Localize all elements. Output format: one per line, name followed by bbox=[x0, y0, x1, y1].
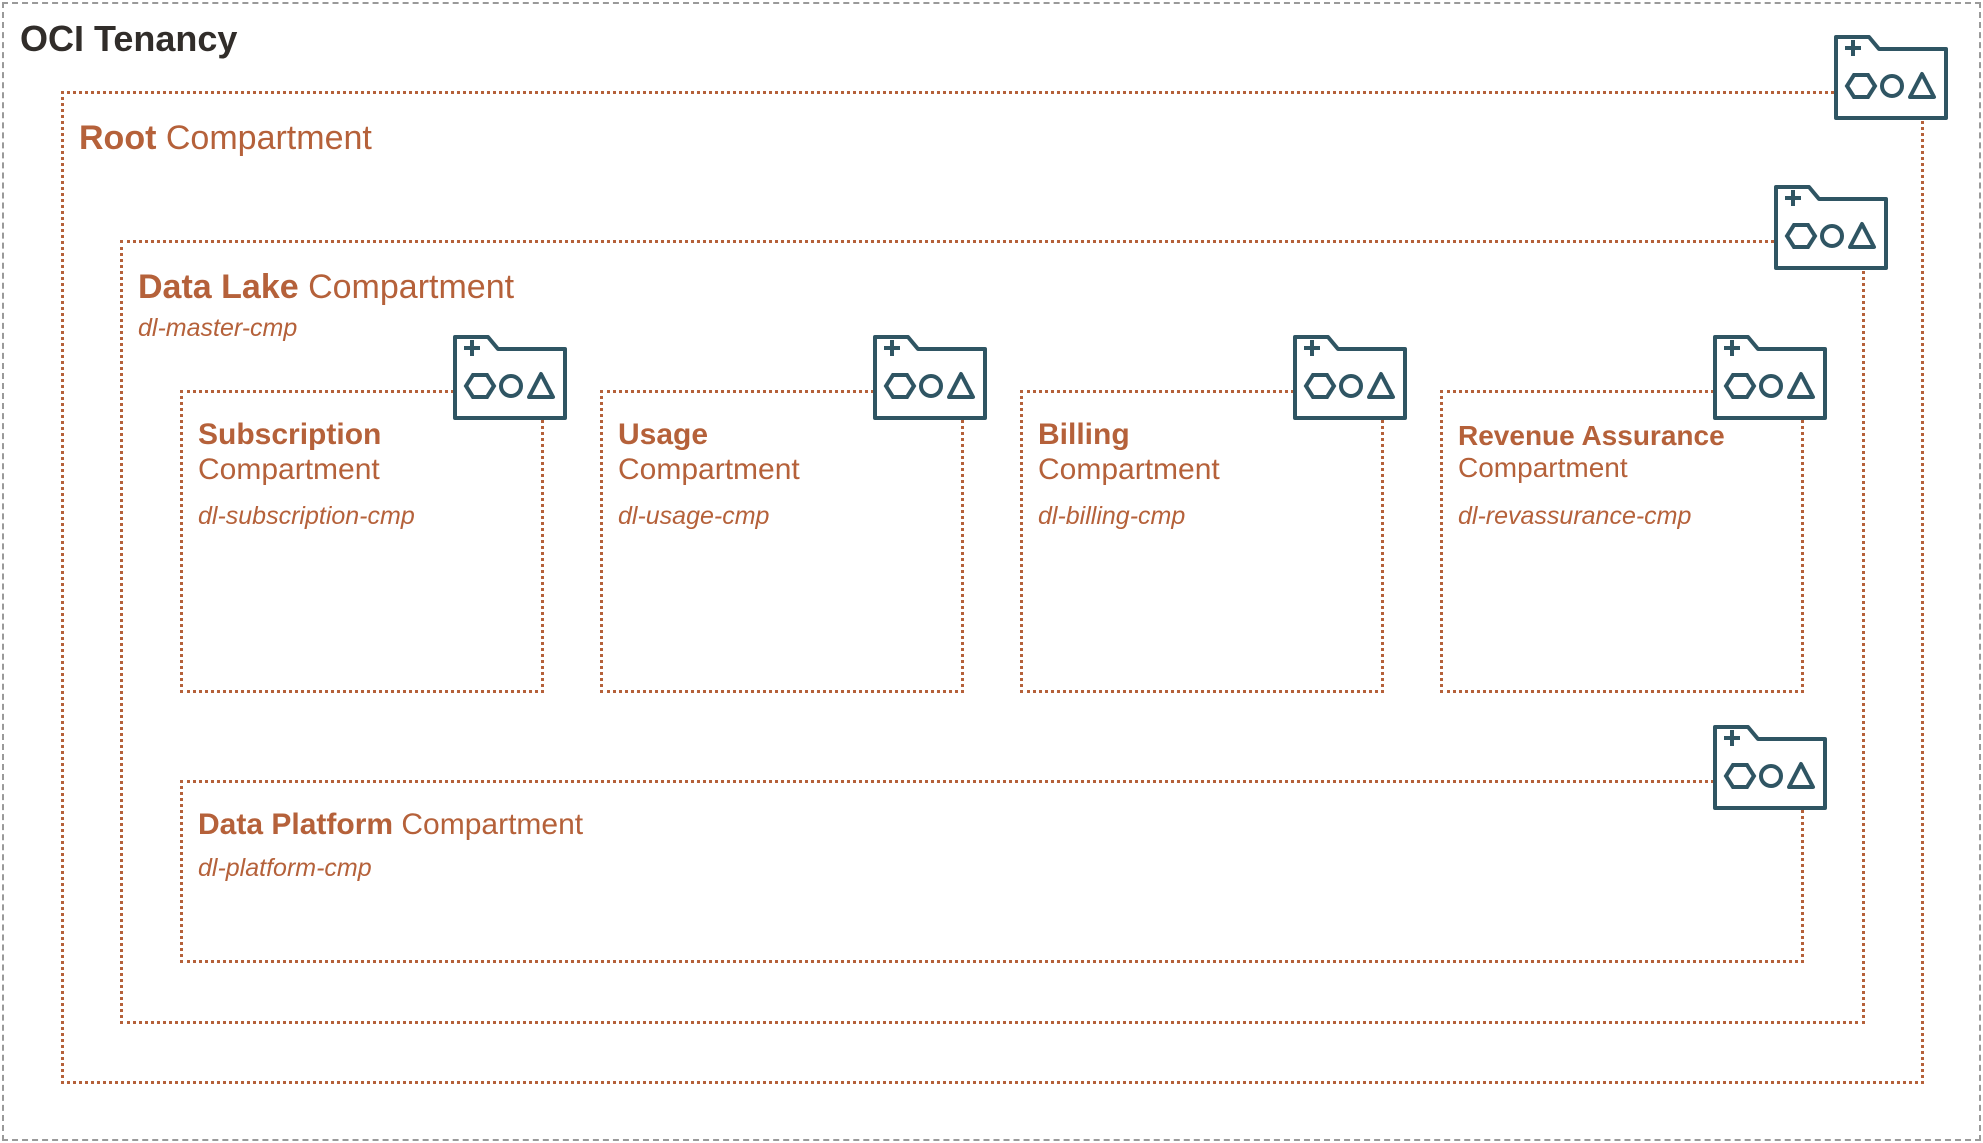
revenue-assurance-compartment-name: Revenue Assurance bbox=[1458, 420, 1725, 451]
billing-compartment-suffix: Compartment bbox=[1038, 452, 1220, 486]
subscription-compartment-title: Subscription Compartment bbox=[198, 418, 381, 487]
compartment-folder-icon bbox=[1712, 723, 1828, 811]
revenue-assurance-compartment-title: Revenue Assurance Compartment bbox=[1458, 420, 1725, 484]
billing-compartment-name: Billing bbox=[1038, 418, 1130, 451]
usage-compartment-suffix: Compartment bbox=[618, 452, 800, 486]
billing-compartment-id: dl-billing-cmp bbox=[1038, 502, 1186, 530]
tenancy-title: OCI Tenancy bbox=[20, 18, 238, 59]
data-lake-compartment-suffix: Compartment bbox=[298, 268, 515, 306]
subscription-compartment-id: dl-subscription-cmp bbox=[198, 502, 415, 530]
subscription-compartment-suffix: Compartment bbox=[198, 452, 380, 486]
root-compartment-name: Root bbox=[79, 119, 157, 157]
data-platform-compartment-id: dl-platform-cmp bbox=[198, 854, 372, 882]
usage-compartment-id: dl-usage-cmp bbox=[618, 502, 770, 530]
subscription-compartment-name: Subscription bbox=[198, 418, 382, 451]
compartment-folder-icon bbox=[452, 333, 568, 421]
compartment-folder-icon bbox=[1712, 333, 1828, 421]
data-platform-compartment-title: Data Platform Compartment bbox=[198, 808, 583, 843]
data-lake-compartment-title: Data Lake Compartment bbox=[138, 268, 514, 307]
usage-compartment bbox=[600, 390, 964, 693]
revenue-assurance-compartment-id: dl-revassurance-cmp bbox=[1458, 502, 1692, 530]
root-compartment-title: Root Compartment bbox=[79, 119, 372, 158]
data-platform-compartment-suffix: Compartment bbox=[393, 808, 584, 841]
root-compartment bbox=[61, 91, 1924, 1084]
compartment-folder-icon bbox=[872, 333, 988, 421]
usage-compartment-name: Usage bbox=[618, 418, 709, 451]
root-compartment-suffix: Compartment bbox=[156, 119, 372, 157]
compartment-folder-icon bbox=[1773, 183, 1889, 271]
revenue-assurance-compartment-suffix: Compartment bbox=[1458, 452, 1628, 484]
data-lake-compartment-name: Data Lake bbox=[138, 268, 299, 306]
subscription-compartment bbox=[180, 390, 544, 693]
data-platform-compartment bbox=[180, 780, 1804, 963]
compartment-folder-icon bbox=[1292, 333, 1408, 421]
data-lake-compartment-id: dl-master-cmp bbox=[138, 314, 298, 342]
billing-compartment-title: Billing Compartment bbox=[1038, 418, 1220, 487]
data-lake-compartment bbox=[120, 240, 1865, 1024]
usage-compartment-title: Usage Compartment bbox=[618, 418, 800, 487]
billing-compartment bbox=[1020, 390, 1384, 693]
compartment-folder-icon bbox=[1833, 33, 1949, 121]
data-platform-compartment-name: Data Platform bbox=[198, 808, 394, 841]
revenue-assurance-compartment bbox=[1440, 390, 1804, 693]
